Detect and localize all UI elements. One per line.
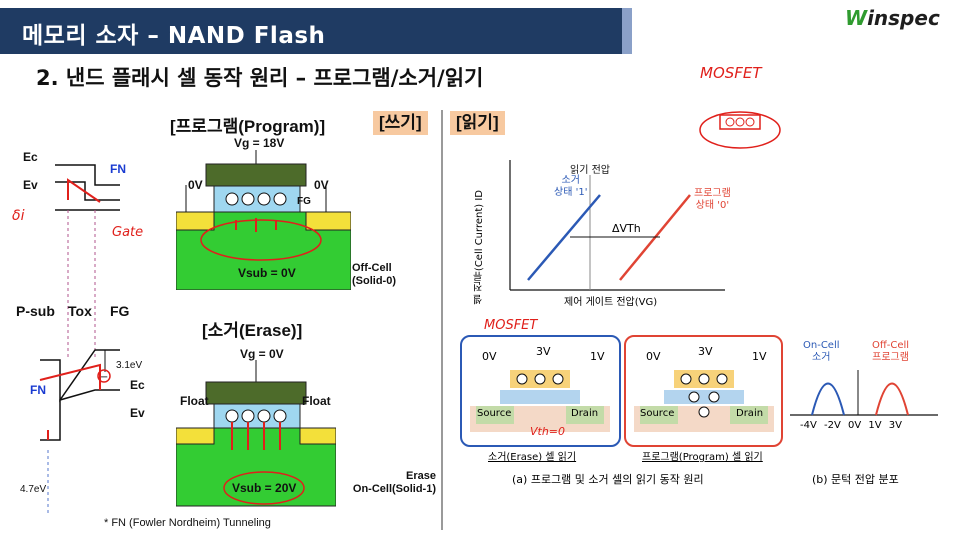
caption-a: (a) 프로그램 및 소거 셀의 읽기 동작 원리 <box>512 473 704 486</box>
section-divider <box>441 110 443 530</box>
tick-label: -2V <box>824 420 841 431</box>
band-psub-label: P-sub <box>16 303 55 319</box>
handwritten-mosfet-mid: MOSFET <box>484 318 538 333</box>
graph-ylabel: 셀 전류(Cell Current) ID <box>474 190 485 305</box>
erase-read-left-v: 0V <box>482 350 497 363</box>
band-fn-label: FN <box>110 162 126 176</box>
svg-text:−: − <box>100 372 108 383</box>
erase-read-source: Source <box>477 408 512 419</box>
title-bar-accent <box>622 8 632 54</box>
program-read-cell <box>634 370 774 432</box>
program-cell-diagram <box>176 150 351 290</box>
tick-label: 0V <box>848 420 862 431</box>
band-fg-label: FG <box>110 303 130 319</box>
read-graph: 읽기 전압 <box>509 160 725 291</box>
handwritten-mosfet-top: MOSFET <box>700 64 762 82</box>
erase-read-box <box>460 335 621 447</box>
delta-vth-label: ΔVTh <box>612 222 641 235</box>
program-vsub-label: Vsub = 0V <box>238 266 296 280</box>
band-ec-label: Ec <box>23 150 38 164</box>
band-fn2-label: FN <box>30 383 46 397</box>
erase-cell-diagram <box>176 360 336 507</box>
program-read-right-v: 1V <box>752 350 767 363</box>
program-right-v: 0V <box>314 178 329 192</box>
threshold-distribution <box>790 370 938 416</box>
tick-label: -4V <box>800 420 817 431</box>
read-voltage-label: 읽기 전압 <box>570 163 610 176</box>
program-heading: [프로그램(Program)] <box>170 117 326 136</box>
program-read-top-v: 3V <box>698 345 713 358</box>
handwritten-vth: Vth=0 <box>530 425 566 438</box>
page-subtitle: 2. 낸드 플래시 셀 동작 원리 – 프로그램/소거/읽기 <box>36 66 484 90</box>
erase-read-caption: 소거(Erase) 셀 읽기 <box>488 452 577 463</box>
program-state-label: Off-Cell(Solid-0) <box>352 262 396 287</box>
handwritten-sketch <box>699 111 781 149</box>
erase-vg-label: Vg = 0V <box>240 347 284 361</box>
erase-left-v: Float <box>180 394 209 408</box>
program-vg-label: Vg = 18V <box>234 136 285 150</box>
erase-right-v: Float <box>302 394 331 408</box>
footnote: * FN (Fowler Nordheim) Tunneling <box>104 517 271 529</box>
svg-text:δi: δi <box>12 208 25 224</box>
program-read-left-v: 0V <box>646 350 661 363</box>
program-read-source: Source <box>640 408 675 419</box>
tick-label: 3V <box>888 420 902 431</box>
band-ec2-label: Ec <box>130 378 145 392</box>
band-47ev-label: 4.7eV <box>20 484 47 495</box>
tick-label: 1V <box>868 420 882 431</box>
program-read-caption: 프로그램(Program) 셀 읽기 <box>642 452 763 463</box>
erase-read-cell <box>470 370 610 432</box>
winspec-logo: Winspec <box>845 6 940 30</box>
title-bar <box>0 8 630 54</box>
erase-read-right-v: 1V <box>590 350 605 363</box>
band-tox-label: Tox <box>68 303 92 319</box>
erase-heading: [소거(Erase)] <box>202 321 303 340</box>
band-ev2-label: Ev <box>130 406 145 420</box>
dist-ticks: -4V -2V 0V 1V 3V <box>800 420 902 431</box>
program-fg-label: FG <box>297 196 311 207</box>
erase-read-drain: Drain <box>571 408 599 419</box>
erase-vsub-label: Vsub = 20V <box>232 481 297 495</box>
program-left-v: 0V <box>188 178 203 192</box>
program-read-box <box>624 335 783 447</box>
program-read-drain: Drain <box>736 408 764 419</box>
graph-xlabel: 제어 게이트 전압(VG) <box>564 297 658 308</box>
read-tag: [읽기] <box>450 111 505 135</box>
page-title: 메모리 소자 – NAND Flash <box>22 23 326 49</box>
band-31ev-label: 3.1eV <box>116 360 143 371</box>
write-tag: [쓰기] <box>373 111 428 135</box>
handwritten-gate-note: Gate <box>112 225 144 240</box>
band-diagram: − δi <box>12 164 120 515</box>
band-ev-label: Ev <box>23 178 38 192</box>
caption-b: (b) 문턱 전압 분포 <box>812 473 899 486</box>
erase-read-top-v: 3V <box>536 345 551 358</box>
